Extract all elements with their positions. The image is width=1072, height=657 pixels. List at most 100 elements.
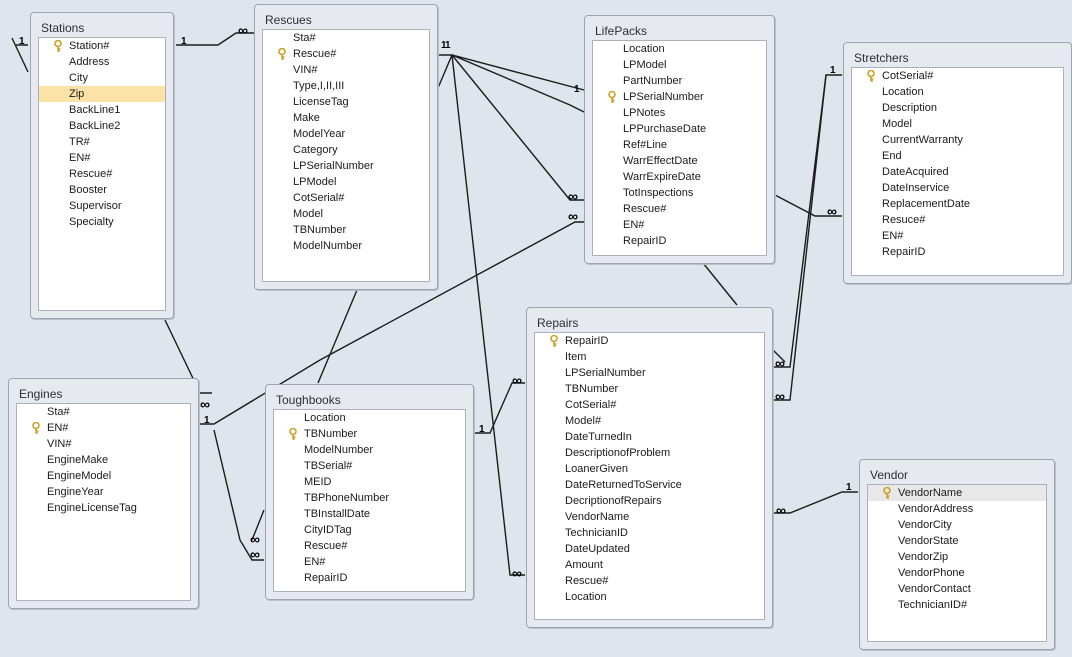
field-row[interactable]: End <box>852 148 1063 164</box>
field-row[interactable]: LPSerialNumber <box>535 365 764 381</box>
field-row[interactable]: VendorContact <box>868 581 1046 597</box>
field-row[interactable]: Item <box>535 349 764 365</box>
field-row[interactable]: ReplacementDate <box>852 196 1063 212</box>
field-row[interactable]: EN# <box>593 217 766 233</box>
field-row[interactable]: CityIDTag <box>274 522 465 538</box>
field-row[interactable]: Rescue# <box>593 201 766 217</box>
field-row[interactable]: DecriptionofRepairs <box>535 493 764 509</box>
field-row[interactable]: LPPurchaseDate <box>593 121 766 137</box>
field-row[interactable]: Location <box>593 41 766 57</box>
field-row[interactable]: Sta# <box>17 404 190 420</box>
field-row[interactable]: BackLine2 <box>39 118 165 134</box>
field-row[interactable]: LicenseTag <box>263 94 429 110</box>
field-row[interactable]: EngineYear <box>17 484 190 500</box>
field-row[interactable]: DateUpdated <box>535 541 764 557</box>
field-row[interactable]: Location <box>274 410 465 426</box>
field-row[interactable]: Address <box>39 54 165 70</box>
field-row[interactable]: Booster <box>39 182 165 198</box>
field-row[interactable]: EngineModel <box>17 468 190 484</box>
field-row[interactable]: CotSerial# <box>852 68 1063 84</box>
field-row[interactable]: ModelNumber <box>263 238 429 254</box>
field-row[interactable]: VendorAddress <box>868 501 1046 517</box>
field-row[interactable]: EN# <box>852 228 1063 244</box>
field-row[interactable]: EngineMake <box>17 452 190 468</box>
field-row[interactable]: Zip <box>39 86 165 102</box>
field-row[interactable]: Rescue# <box>39 166 165 182</box>
field-row[interactable]: VIN# <box>17 436 190 452</box>
field-row[interactable]: Model <box>852 116 1063 132</box>
field-row[interactable]: Type,I,II,III <box>263 78 429 94</box>
field-row[interactable]: Model <box>263 206 429 222</box>
field-row[interactable]: Supervisor <box>39 198 165 214</box>
field-row[interactable]: WarrEffectDate <box>593 153 766 169</box>
field-row[interactable]: RepairID <box>852 244 1063 260</box>
field-row[interactable]: DescriptionofProblem <box>535 445 764 461</box>
field-row[interactable]: TBInstallDate <box>274 506 465 522</box>
field-row[interactable]: Sta# <box>263 30 429 46</box>
field-row[interactable]: TechnicianID <box>535 525 764 541</box>
field-row[interactable]: VIN# <box>263 62 429 78</box>
field-row[interactable]: ModelYear <box>263 126 429 142</box>
field-row[interactable]: PartNumber <box>593 73 766 89</box>
field-row[interactable]: TechnicianID# <box>868 597 1046 613</box>
field-row[interactable]: BackLine1 <box>39 102 165 118</box>
field-row[interactable]: Make <box>263 110 429 126</box>
field-row[interactable]: TBNumber <box>535 381 764 397</box>
field-row[interactable]: Resuce# <box>852 212 1063 228</box>
field-row[interactable]: TR# <box>39 134 165 150</box>
field-row[interactable]: TBNumber <box>274 426 465 442</box>
field-row[interactable]: TBNumber <box>263 222 429 238</box>
field-row[interactable]: DateReturnedToService <box>535 477 764 493</box>
field-row[interactable]: LPModel <box>263 174 429 190</box>
field-row[interactable]: Station# <box>39 38 165 54</box>
field-row[interactable]: Description <box>852 100 1063 116</box>
field-row[interactable]: Location <box>535 589 764 605</box>
field-row[interactable]: CotSerial# <box>535 397 764 413</box>
field-row[interactable]: Category <box>263 142 429 158</box>
field-row[interactable]: VendorName <box>868 485 1046 501</box>
field-row[interactable]: MEID <box>274 474 465 490</box>
field-row[interactable]: Rescue# <box>263 46 429 62</box>
field-row[interactable]: Rescue# <box>274 538 465 554</box>
field-row[interactable]: RepairID <box>274 570 465 586</box>
field-row[interactable]: RepairID <box>593 233 766 249</box>
field-row[interactable]: TBPhoneNumber <box>274 490 465 506</box>
field-row[interactable]: EN# <box>39 150 165 166</box>
field-row[interactable]: Ref#Line <box>593 137 766 153</box>
field-row[interactable]: DateTurnedIn <box>535 429 764 445</box>
field-row[interactable]: WarrExpireDate <box>593 169 766 185</box>
field-row[interactable]: VendorPhone <box>868 565 1046 581</box>
field-row[interactable]: LPSerialNumber <box>263 158 429 174</box>
field-row[interactable]: ModelNumber <box>274 442 465 458</box>
field-row[interactable]: Amount <box>535 557 764 573</box>
field-row[interactable]: Model# <box>535 413 764 429</box>
field-row[interactable]: EN# <box>17 420 190 436</box>
field-row[interactable]: City <box>39 70 165 86</box>
field-row[interactable]: TBSerial# <box>274 458 465 474</box>
field-row[interactable]: VendorName <box>535 509 764 525</box>
field-row[interactable]: LoanerGiven <box>535 461 764 477</box>
field-row[interactable]: LPModel <box>593 57 766 73</box>
field-row[interactable]: VendorZip <box>868 549 1046 565</box>
field-row[interactable]: LPNotes <box>593 105 766 121</box>
field-row[interactable]: EngineLicenseTag <box>17 500 190 516</box>
field-row[interactable]: RepairID <box>535 333 764 349</box>
field-row[interactable]: CotSerial# <box>263 190 429 206</box>
field-row[interactable]: TotInspections <box>593 185 766 201</box>
